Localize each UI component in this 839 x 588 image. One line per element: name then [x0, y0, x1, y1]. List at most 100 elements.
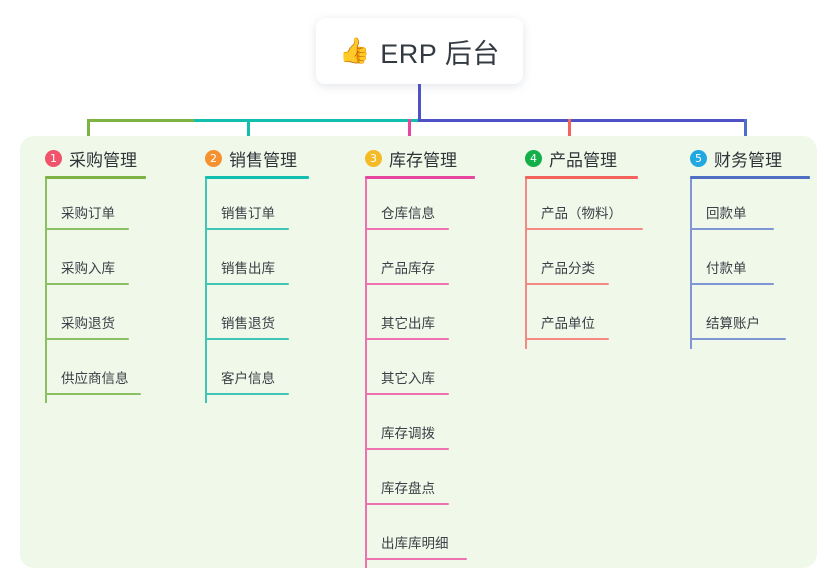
leaf-rule — [45, 338, 129, 340]
leaf-label: 仓库信息 — [381, 206, 435, 221]
branch-header-rule-5 — [690, 176, 810, 179]
leaf-node[interactable]: 采购订单 — [45, 188, 145, 230]
leaf-rule — [690, 338, 786, 340]
leaf-label: 其它出库 — [381, 316, 435, 331]
branch-badge-4: 4 — [525, 149, 542, 167]
leaf-label: 供应商信息 — [61, 371, 129, 386]
leaf-rule — [525, 338, 609, 340]
drop-line-column-1 — [87, 119, 90, 149]
leaf-rule — [690, 228, 774, 230]
leaf-rule — [365, 448, 449, 450]
leaf-node[interactable]: 销售出库 — [205, 243, 305, 285]
root-title: ERP 后台 — [380, 38, 500, 69]
drop-line-column-4 — [568, 119, 571, 149]
leaf-node[interactable]: 付款单 — [690, 243, 790, 285]
leaf-node[interactable]: 客户信息 — [205, 353, 305, 395]
leaf-label: 销售出库 — [221, 261, 275, 276]
leaf-label: 产品分类 — [541, 261, 595, 276]
branch-header-5[interactable]: 5 财务管理 — [690, 140, 782, 176]
branch-title-2: 销售管理 — [229, 150, 297, 170]
leaf-label: 其它入库 — [381, 371, 435, 386]
branch-header-rule-2 — [205, 176, 309, 179]
leaf-rule — [365, 283, 449, 285]
branch-header-1[interactable]: 1 采购管理 — [45, 140, 137, 176]
leaf-node[interactable]: 供应商信息 — [45, 353, 145, 395]
leaf-node[interactable]: 其它出库 — [365, 298, 465, 340]
leaf-node[interactable]: 出库库明细 — [365, 518, 467, 560]
root-node[interactable]: 👍 ERP 后台 — [316, 18, 523, 84]
branch-header-2[interactable]: 2 销售管理 — [205, 140, 297, 176]
leaf-node[interactable]: 结算账户 — [690, 298, 790, 340]
branch-spine-2 — [205, 179, 207, 403]
leaf-label: 采购订单 — [61, 206, 115, 221]
branch-header-3[interactable]: 3 库存管理 — [365, 140, 457, 176]
leaf-label: 销售退货 — [221, 316, 275, 331]
branch-title-3: 库存管理 — [389, 150, 457, 170]
leaf-label: 采购退货 — [61, 316, 115, 331]
branch-title-4: 产品管理 — [549, 150, 617, 170]
leaf-node[interactable]: 采购退货 — [45, 298, 145, 340]
leaf-rule — [45, 228, 129, 230]
thumbs-up-icon: 👍 — [339, 36, 371, 65]
leaf-label: 结算账户 — [706, 316, 760, 331]
leaf-rule — [365, 393, 449, 395]
leaf-label: 产品单位 — [541, 316, 595, 331]
leaf-rule — [365, 558, 467, 560]
leaf-node[interactable]: 回款单 — [690, 188, 790, 230]
branch-column-2: 2 销售管理 销售订单 销售出库 销售退货 客户信息 — [205, 140, 309, 403]
leaf-rule — [205, 393, 289, 395]
leaf-label: 付款单 — [706, 261, 747, 276]
branch-title-5: 财务管理 — [714, 150, 782, 170]
leaf-label: 库存盘点 — [381, 481, 435, 496]
leaf-rule — [365, 338, 449, 340]
leaf-node[interactable]: 销售退货 — [205, 298, 305, 340]
branches-panel — [20, 136, 817, 568]
leaf-rule — [205, 283, 289, 285]
branch-header-rule-1 — [45, 176, 146, 179]
branch-column-4: 4 产品管理 产品（物料） 产品分类 产品单位 — [525, 140, 643, 349]
branch-column-5: 5 财务管理 回款单 付款单 结算账户 — [690, 140, 810, 349]
leaf-rule — [525, 283, 609, 285]
leaf-label: 出库库明细 — [381, 536, 449, 551]
leaf-node[interactable]: 产品单位 — [525, 298, 625, 340]
leaf-node[interactable]: 采购入库 — [45, 243, 145, 285]
branch-header-4[interactable]: 4 产品管理 — [525, 140, 617, 176]
leaf-node[interactable]: 仓库信息 — [365, 188, 465, 230]
leaf-rule — [525, 228, 643, 230]
leaf-label: 库存调拨 — [381, 426, 435, 441]
leaf-node[interactable]: 库存盘点 — [365, 463, 465, 505]
branch-column-1: 1 采购管理 采购订单 采购入库 采购退货 供应商信息 — [45, 140, 146, 403]
leaf-node[interactable]: 销售订单 — [205, 188, 305, 230]
leaf-rule — [45, 283, 129, 285]
branch-badge-3: 3 — [365, 149, 382, 167]
leaf-rule — [45, 393, 141, 395]
leaf-rule — [205, 228, 289, 230]
leaf-label: 采购入库 — [61, 261, 115, 276]
leaf-label: 产品（物料） — [541, 206, 622, 221]
leaf-node[interactable]: 产品库存 — [365, 243, 465, 285]
branch-header-rule-4 — [525, 176, 638, 179]
branch-badge-5: 5 — [690, 149, 707, 167]
drop-line-column-3 — [408, 119, 411, 149]
leaf-label: 产品库存 — [381, 261, 435, 276]
leaf-node[interactable]: 库存调拨 — [365, 408, 465, 450]
branch-spine-3 — [365, 179, 367, 568]
branch-header-rule-3 — [365, 176, 475, 179]
leaf-label: 回款单 — [706, 206, 747, 221]
branch-spine-1 — [45, 179, 47, 403]
drop-line-column-2 — [247, 119, 250, 149]
leaf-node[interactable]: 产品分类 — [525, 243, 625, 285]
leaf-node[interactable]: 产品（物料） — [525, 188, 643, 230]
leaf-label: 销售订单 — [221, 206, 275, 221]
root-stem-line — [418, 84, 421, 121]
leaf-rule — [365, 503, 449, 505]
branch-badge-1: 1 — [45, 149, 62, 167]
branch-badge-2: 2 — [205, 149, 222, 167]
leaf-node[interactable]: 其它入库 — [365, 353, 465, 395]
leaf-rule — [690, 283, 774, 285]
branch-title-1: 采购管理 — [69, 150, 137, 170]
bus-segment-blue — [418, 119, 747, 122]
leaf-rule — [205, 338, 289, 340]
leaf-rule — [365, 228, 449, 230]
